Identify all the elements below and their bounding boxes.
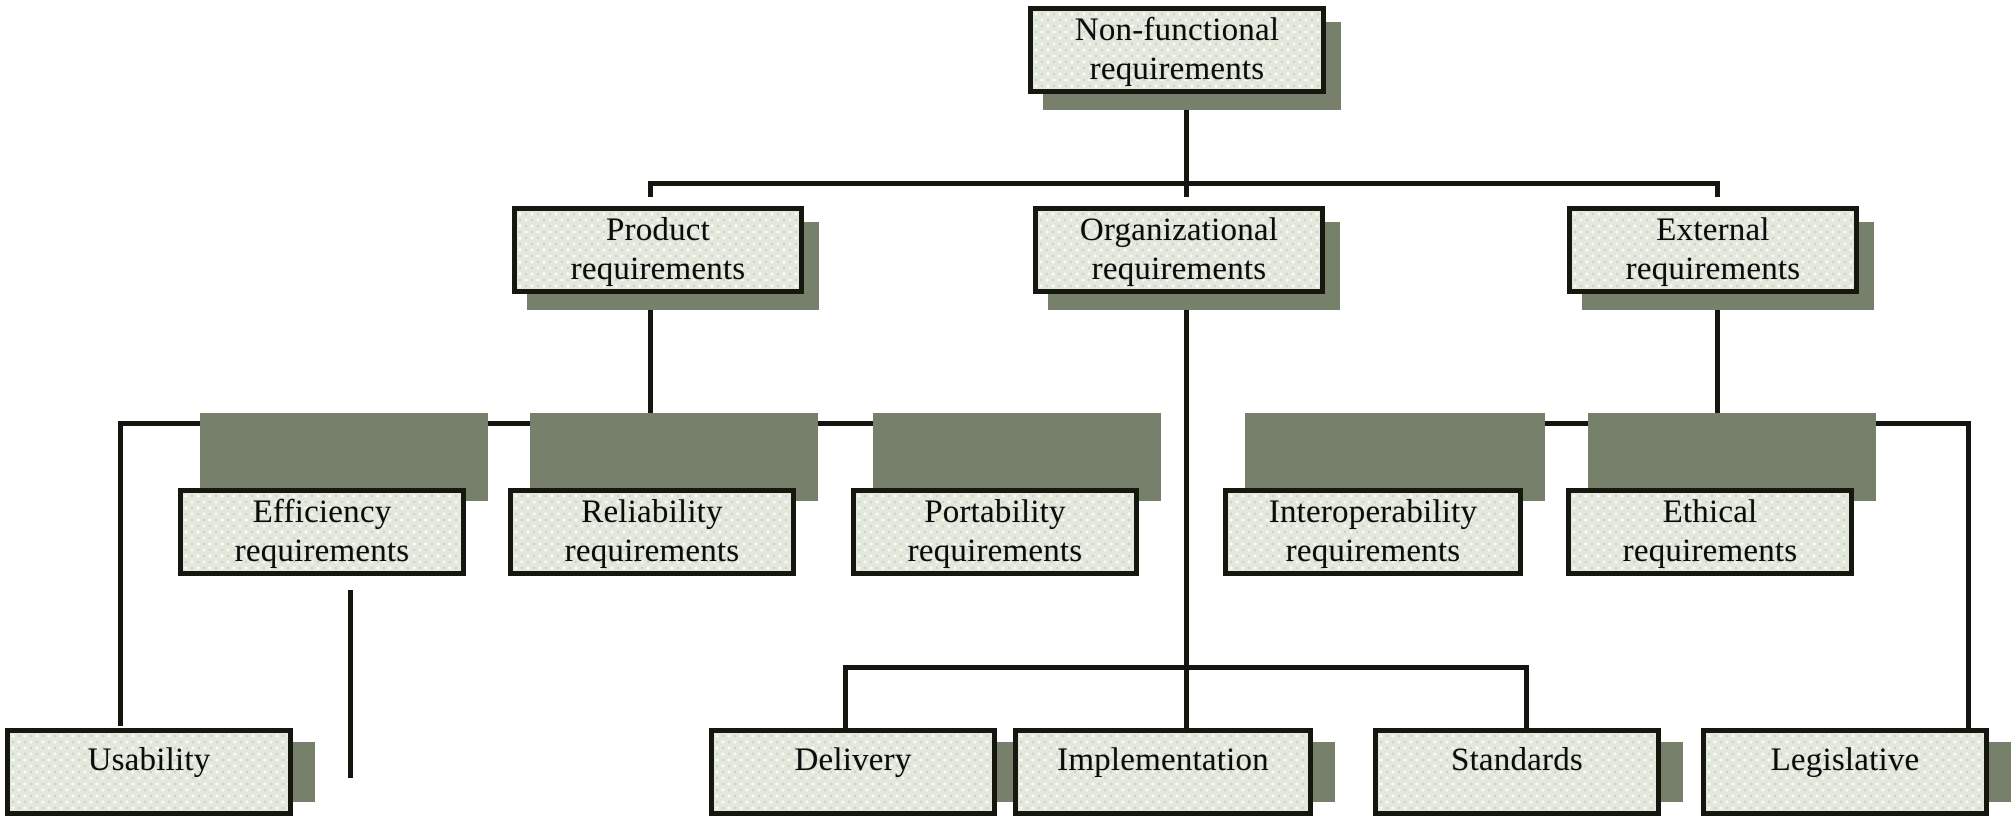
node-label-line1: Ethical [1662,494,1758,531]
edge-external-to-legislative [1966,421,1971,728]
edge-external-stem [1715,283,1720,425]
node-label-line2: requirements [1091,251,1267,287]
node-label: Ethical requirements [1617,493,1804,571]
node-label-line2: requirements [1622,533,1798,569]
node-label: Usability [87,742,211,778]
edge-product-stem [648,283,653,425]
node-label-line2: requirements [907,533,1083,569]
node-root-non-functional-requirements[interactable]: Non-functional requirements [1028,6,1326,94]
node-label: Delivery [794,742,912,778]
node-label: Interoperability requirements [1263,493,1483,571]
node-usability[interactable]: Usability [5,728,293,816]
node-organizational-requirements[interactable]: Organizational requirements [1033,206,1325,294]
edge-organizational-to-delivery [843,665,848,728]
node-legislative[interactable]: Legislative [1701,728,1989,816]
node-interoperability-requirements[interactable]: Interoperability requirements [1223,488,1523,576]
node-shadow-ethical [1588,413,1876,501]
node-shadow-efficiency [200,413,488,501]
node-shadow-interoperability [1245,413,1545,501]
node-label: Organizational requirements [1074,211,1284,289]
node-label-line2: requirements [1089,51,1265,87]
node-label: External requirements [1620,211,1807,289]
node-label-line2: requirements [1625,251,1801,287]
node-label: Efficiency requirements [229,493,416,571]
node-shadow-reliability [530,413,818,501]
node-label: Product requirements [565,211,752,289]
node-label-line1: Product [605,212,711,249]
node-label: Standards [1451,742,1583,778]
edge-root-to-external [1715,181,1720,197]
node-shadow-portability [873,413,1161,501]
node-label-line1: External [1656,212,1770,249]
node-external-requirements[interactable]: External requirements [1567,206,1859,294]
node-label-line2: requirements [570,251,746,287]
edge-bus-organizational [843,665,1529,670]
node-label-line2: requirements [1285,533,1461,569]
edge-root-to-product [648,181,653,197]
node-label-line1: Portability [924,494,1066,531]
node-label: Portability requirements [902,493,1089,571]
node-label: Reliability requirements [559,493,746,571]
node-label-line2: requirements [234,533,410,569]
node-label: Legislative [1770,742,1920,778]
edge-root-stem [1184,92,1189,197]
edge-product-to-usability [118,421,123,726]
node-label-line1: Interoperability [1268,494,1478,531]
node-reliability-requirements[interactable]: Reliability requirements [508,488,796,576]
node-ethical-requirements[interactable]: Ethical requirements [1566,488,1854,576]
node-standards[interactable]: Standards [1373,728,1661,816]
node-efficiency-requirements[interactable]: Efficiency requirements [178,488,466,576]
edge-efficiency-stem [348,590,353,778]
nonfunctional-requirements-diagram: Non-functional requirements Product requ… [5,6,2011,816]
node-label-line1: Reliability [581,494,723,531]
node-product-requirements[interactable]: Product requirements [512,206,804,294]
node-portability-requirements[interactable]: Portability requirements [851,488,1139,576]
edge-root-to-organizational [1184,181,1189,197]
edge-organizational-to-standards [1524,665,1529,728]
node-label-line1: Non-functional [1074,12,1280,49]
node-label: Non-functional requirements [1069,11,1285,89]
node-label-line1: Efficiency [252,494,392,531]
node-label: Implementation [1057,742,1269,778]
node-delivery[interactable]: Delivery [709,728,997,816]
edge-organizational-stem [1184,283,1189,778]
node-label-line2: requirements [564,533,740,569]
node-label-line1: Organizational [1079,212,1279,249]
node-implementation[interactable]: Implementation [1013,728,1313,816]
